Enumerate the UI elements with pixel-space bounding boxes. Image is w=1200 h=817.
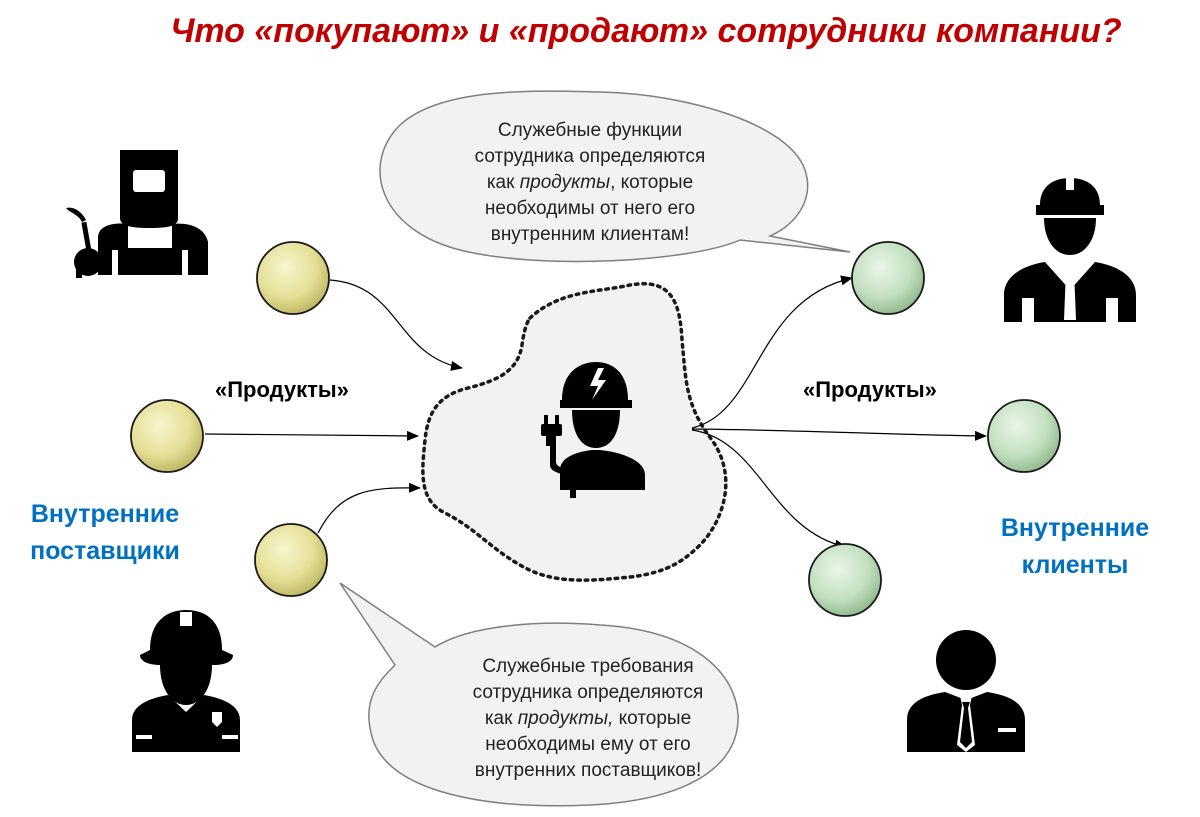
- bubble-bottom-line3-pre: как: [484, 708, 518, 729]
- products-label-left: «Продукты»: [215, 377, 349, 402]
- client-node-mid: [987, 399, 1061, 473]
- builder-icon: [1004, 178, 1136, 322]
- arrow-supplier-top: [329, 279, 463, 371]
- bubble-top-emphasis: продукты: [519, 172, 611, 193]
- speech-bubble-bottom: [339, 582, 739, 807]
- firefighter-icon: [132, 610, 240, 752]
- page-title: Что «покупают» и «продают» сотрудники ко…: [170, 12, 1122, 50]
- bubble-bottom-line5: внутренних поставщиков!: [474, 760, 702, 781]
- welder-icon: [66, 150, 208, 278]
- bubble-bottom-line2: сотрудника определяются: [472, 682, 704, 703]
- businessman-icon: [907, 630, 1025, 752]
- bubble-bottom-line4: необходимы ему от его: [485, 734, 691, 755]
- bubble-top-line4: необходимы от него его: [484, 198, 696, 219]
- bubble-top-line5: внутренним клиентам!: [490, 224, 690, 245]
- supplier-node-top: [256, 241, 330, 315]
- arrow-supplier-bottom: [317, 482, 421, 534]
- bubble-top-line3: как продукты, которые: [440, 170, 740, 196]
- internal-clients-label: Внутренние клиенты: [980, 510, 1170, 584]
- bubble-bottom-emphasis: продукты,: [517, 708, 614, 729]
- bubble-top-line2: сотрудника определяются: [474, 146, 706, 167]
- clients-line1: Внутренние: [1000, 514, 1150, 542]
- arrow-client-bottom: [691, 429, 847, 550]
- supplier-node-mid: [130, 399, 204, 473]
- client-node-bottom: [808, 543, 882, 617]
- electrician-icon: [541, 362, 645, 498]
- arrow-client-mid: [691, 428, 987, 441]
- arrow-supplier-mid: [204, 430, 419, 441]
- bubble-bottom-text: Служебные требования сотрудника определя…: [433, 654, 743, 784]
- bubble-top-line1: Служебные функции: [497, 120, 683, 141]
- bubble-bottom-line3: как продукты, которые: [433, 706, 743, 732]
- bubble-bottom-line1: Служебные требования: [482, 656, 694, 677]
- suppliers-line2: поставщики: [30, 537, 180, 565]
- speech-bubble-top: [379, 90, 851, 263]
- bubble-bottom-line3-post: которые: [613, 708, 692, 729]
- arrow-client-top: [691, 275, 853, 429]
- bubble-top-line3-pre: как: [486, 172, 520, 193]
- central-cloud: [421, 282, 728, 582]
- bubble-top-line3-post: , которые: [610, 172, 694, 193]
- supplier-node-bottom: [254, 523, 328, 597]
- internal-suppliers-label: Внутренние поставщики: [10, 496, 200, 570]
- clients-line2: клиенты: [1021, 551, 1129, 579]
- bubble-top-text: Служебные функции сотрудника определяютс…: [440, 118, 740, 248]
- suppliers-line1: Внутренние: [30, 500, 180, 528]
- products-label-right: «Продукты»: [803, 377, 937, 402]
- client-node-top: [851, 241, 925, 315]
